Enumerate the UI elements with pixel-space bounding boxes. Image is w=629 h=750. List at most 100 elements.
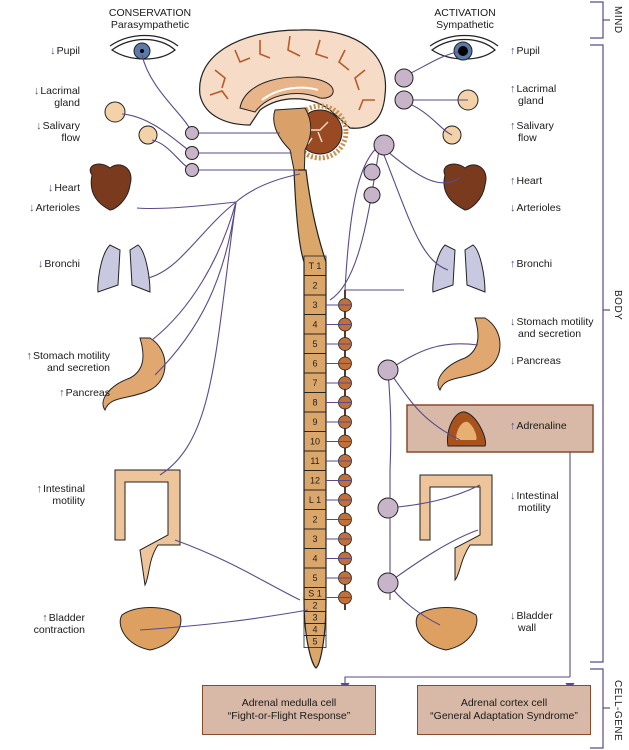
effect-label-line2: motility: [518, 502, 551, 514]
spinal-cord: [293, 169, 327, 669]
bladder-illustrations: [119, 607, 478, 651]
effect-label: Pancreas: [65, 387, 110, 399]
arrow-up-icon: ↑: [510, 175, 516, 187]
effect-label-line2: gland: [518, 95, 544, 107]
spinal-segment-label: 8: [312, 397, 317, 407]
left-effect-heart: ↓Heart: [0, 182, 80, 194]
arrow-down-icon: ↓: [510, 316, 516, 328]
arrow-down-icon: ↓: [510, 355, 516, 367]
spinal-segment-label: 4: [312, 553, 317, 563]
spinal-segment-label: S 1: [308, 589, 322, 599]
effect-label: Pupil: [516, 45, 540, 57]
adrenal-cortex-subtitle: “General Adaptation Syndrome”: [430, 710, 578, 722]
arrow-up-icon: ↑: [42, 612, 48, 624]
chain-ganglia: [363, 163, 399, 594]
spinal-segment-label: 3: [312, 300, 317, 310]
arrow-down-icon: ↓: [36, 120, 42, 132]
right-subtitle: Sympathetic: [436, 19, 494, 31]
arrow-down-icon: ↓: [29, 202, 35, 214]
effect-label: Pupil: [56, 45, 80, 57]
effect-label: Heart: [516, 175, 543, 187]
spinal-segment-label: L 1: [309, 495, 321, 505]
left-effect-eye: ↓Pupil: [0, 45, 80, 57]
spinal-segment-label: 9: [312, 417, 317, 427]
arrow-down-icon: ↓: [50, 45, 56, 57]
arrow-down-icon: ↓: [37, 258, 44, 270]
spinal-segment-label: 2: [312, 280, 317, 290]
level-cell-gene: CELL-GENE: [612, 680, 623, 742]
effect-label: Bladder: [48, 612, 85, 624]
spinal-segment-label: 2: [312, 514, 317, 524]
effect-label: Bronchi: [516, 258, 553, 270]
effect-label-line2: gland: [54, 97, 80, 109]
arrow-up-icon: ↑: [36, 483, 42, 495]
spinal-segment-label: T 1: [309, 261, 322, 271]
effect-label: Arterioles: [516, 202, 561, 214]
spinal-segment: [303, 635, 327, 648]
spinal-segment-label: 5: [312, 573, 317, 583]
left-title: CONSERVATION: [108, 7, 192, 19]
level-mind: MIND: [612, 6, 623, 34]
effect-label: Intestinal: [42, 483, 85, 495]
effect-label: Bronchi: [44, 258, 80, 270]
arrow-up-icon: ↑: [59, 387, 65, 399]
adrenal-medulla-subtitle: “Fight-or-Flight Response”: [227, 710, 351, 722]
effect-label-line2: flow: [61, 132, 80, 144]
right-effect-adrenal-gland: ↑Adrenaline: [510, 420, 567, 432]
arrow-down-icon: ↓: [510, 202, 516, 214]
spinal-segment-label: 3: [312, 613, 317, 623]
effect-label: Salivary: [42, 120, 80, 132]
stomach-illustrations: [102, 317, 501, 412]
eye-left-illustration: [109, 35, 179, 60]
effect-label: Heart: [54, 182, 80, 194]
right-effect-arterioles: ↓Arterioles: [510, 202, 561, 214]
intestine-illustrations: [114, 469, 493, 587]
effect-label: Stomach motility: [32, 350, 110, 362]
spinal-segment-label: 6: [312, 358, 317, 368]
parasympathetic-header: CONSERVATION Parasympathetic: [100, 7, 200, 31]
spinal-segment-label: 12: [310, 475, 320, 485]
eye-right-illustration: [429, 35, 499, 61]
arrow-up-icon: ↑: [510, 258, 516, 270]
adrenal-medulla-title: Adrenal medulla cell: [241, 697, 337, 709]
arrow-down-icon: ↓: [47, 182, 54, 194]
arrow-up-icon: ↑: [510, 45, 516, 57]
spinal-segment-label: 10: [310, 436, 320, 446]
right-effect-lungs: ↑Bronchi: [510, 258, 552, 270]
effect-label: Lacrimal: [516, 83, 557, 95]
left-subtitle: Parasympathetic: [110, 19, 190, 31]
sympathetic-header: ACTIVATION Sympathetic: [415, 7, 515, 31]
spinal-segment-label: 4: [312, 319, 317, 329]
effect-label-line2: and secretion: [46, 362, 110, 374]
adrenal-medulla-cell-box: Adrenal medulla cell “Fight-or-Flight Re…: [202, 685, 376, 735]
spinal-segment-label: 5: [312, 637, 317, 647]
spinal-segment-label: 11: [310, 456, 319, 466]
arrow-up-icon: ↑: [510, 83, 516, 95]
arrow-up-icon: ↑: [510, 420, 516, 432]
right-effect-pancreas: ↓Pancreas: [510, 355, 561, 367]
effect-label: Pancreas: [516, 355, 561, 367]
spinal-segment-label: 5: [312, 339, 317, 349]
effect-label: Intestinal: [516, 490, 559, 502]
arrow-up-icon: ↑: [26, 350, 32, 362]
spinal-segment-label: 2: [312, 601, 317, 611]
adrenal-cortex-cell-box: Adrenal cortex cell “General Adaptation …: [417, 685, 591, 735]
left-effect-pancreas: ↑Pancreas: [0, 387, 110, 399]
effect-label: Stomach motility: [516, 316, 594, 328]
effect-label: Bladder: [516, 610, 553, 622]
spinal-segment-label: 4: [312, 625, 317, 635]
right-effect-eye: ↑Pupil: [510, 45, 540, 57]
effect-label: Arterioles: [35, 202, 80, 214]
spinal-segment-label: 7: [312, 378, 317, 388]
arrow-down-icon: ↓: [510, 490, 516, 502]
